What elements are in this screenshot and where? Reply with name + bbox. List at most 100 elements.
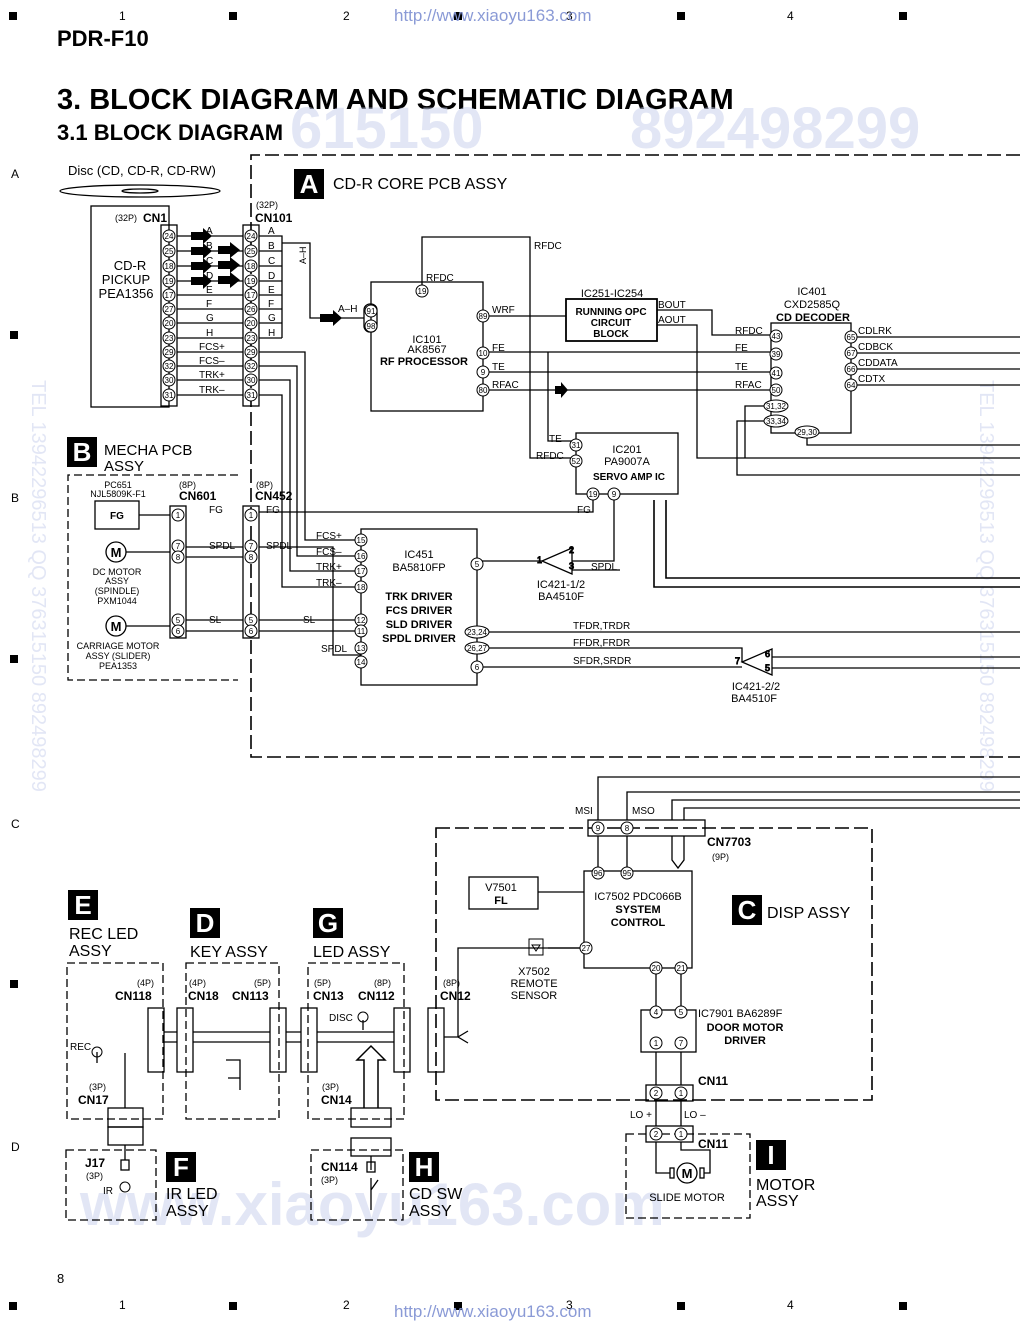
- pin-number: 5: [679, 1008, 684, 1017]
- pin-number: 18: [165, 262, 174, 271]
- ruler-col-1: 1: [119, 9, 126, 23]
- assy-a-border: [250, 154, 1020, 758]
- pin-circle: [354, 533, 368, 547]
- pin-number: 66: [847, 365, 856, 374]
- pin-circle: [470, 660, 484, 674]
- pin-number: 7: [176, 542, 181, 551]
- ic421b-ref: IC421-2/2: [732, 681, 780, 693]
- pin-number: 29: [247, 348, 256, 357]
- lom-label: LO –: [684, 1110, 706, 1121]
- ic251-ref: IC251-IC254: [581, 288, 643, 300]
- pin-circle: [244, 244, 258, 258]
- cn13-pins: (5P): [314, 978, 331, 988]
- pin-circle: [674, 1005, 688, 1019]
- te-label-401: TE: [735, 362, 748, 373]
- pin-circle: [364, 304, 378, 318]
- cn1-pins: (32P): [115, 213, 137, 223]
- cn1-column: [160, 224, 178, 407]
- pin-circle: [649, 1005, 663, 1019]
- pin-number: 9: [481, 368, 486, 377]
- assy-h-name2: ASSY: [409, 1203, 452, 1220]
- ic7901-ref: IC7901 BA6289F: [698, 1008, 783, 1020]
- pin-circle: [354, 549, 368, 563]
- ah-vertical-label: A–H: [298, 246, 308, 264]
- ruler-col-4: 4: [787, 9, 794, 23]
- pin-number: 98: [367, 322, 376, 331]
- pin-number: 41: [772, 369, 781, 378]
- carriage-motor-m: M: [111, 619, 122, 634]
- ruler-marker: [677, 1302, 685, 1310]
- assy-h-border: [310, 1149, 404, 1221]
- signal-label: C: [268, 256, 275, 267]
- pin-circles: 2425181917272023293230312425181917262023…: [162, 229, 858, 1141]
- fg-box-label: FG: [110, 511, 124, 522]
- pin-number: 32: [165, 362, 174, 371]
- msi-mso-lines: [597, 836, 628, 871]
- cn11-name: CN11: [698, 1074, 728, 1088]
- cn12-block: [427, 1007, 445, 1073]
- assy-g-border: [307, 962, 405, 1120]
- spdl-label-601: SPDL: [209, 541, 236, 552]
- header-url: http://www.xiaoyu163.com: [394, 6, 592, 25]
- assy-i-letter: I: [767, 1140, 774, 1170]
- assy-i-name1: MOTOR: [756, 1177, 815, 1194]
- ir-label: IR: [103, 1186, 113, 1197]
- pin-circle: [162, 229, 176, 243]
- signal-label: F: [268, 299, 274, 310]
- rec-led-icon: [91, 1046, 103, 1058]
- pin-circle: [649, 961, 663, 975]
- pin-number: 4: [654, 1008, 659, 1017]
- ic421a-ref: IC421-1/2: [537, 579, 585, 591]
- ic7502-ref: IC7502 PDC066B: [594, 891, 681, 903]
- ruler-row-d: D: [11, 1140, 20, 1154]
- ic7901-f2: DRIVER: [724, 1035, 766, 1047]
- signal-label: E: [268, 285, 275, 296]
- wire: [124, 1145, 372, 1170]
- pin-circle: [354, 624, 368, 638]
- opamp-pin-number: 7: [735, 656, 740, 666]
- lop-label: LO +: [630, 1110, 652, 1121]
- pin-number: 7: [679, 1039, 684, 1048]
- ic401-part: CXD2585Q: [784, 299, 841, 311]
- disc-led-icon: [357, 1011, 369, 1023]
- pin-circle: [649, 1086, 663, 1100]
- pin-number: 26: [247, 305, 256, 314]
- pin-circle: [844, 330, 858, 344]
- assy-g-name: LED ASSY: [313, 944, 391, 961]
- disc-shape: [59, 184, 221, 198]
- spdl-label-opamp: SPDL: [591, 562, 618, 573]
- opamp2-in: [772, 656, 1020, 669]
- servo-bus: [653, 500, 1020, 588]
- ir-led-icon: [119, 1181, 131, 1193]
- ic251-func2: CIRCUIT: [591, 318, 632, 329]
- ic451-ref: IC451: [404, 549, 433, 561]
- pin-number: 26,27: [467, 644, 488, 653]
- signal-label: B: [268, 241, 275, 252]
- pin-number: 6: [475, 663, 480, 672]
- cn113-name: CN113: [232, 989, 269, 1003]
- cdbck-label: CDBCK: [858, 342, 893, 353]
- pin-number: 1: [176, 511, 181, 520]
- assy-c-name: DISP ASSY: [767, 905, 851, 922]
- pc651-part: NJL5809K-F1: [90, 489, 146, 499]
- cn112-block: [393, 1007, 411, 1073]
- x7502-ref: X7502: [518, 966, 550, 978]
- ic201-ref: IC201: [612, 444, 641, 456]
- pin-number: 5: [475, 560, 480, 569]
- pin-number: 24: [165, 232, 174, 241]
- ic7502-box: [583, 870, 693, 969]
- pin-circle: [415, 284, 429, 298]
- fg-label-452: FG: [266, 505, 280, 516]
- key-switch: [226, 1059, 241, 1090]
- pin-circle: [464, 641, 490, 655]
- pin-circle: [162, 373, 176, 387]
- cn7703-name: CN7703: [707, 835, 751, 849]
- pin-circle: [244, 550, 258, 564]
- motor-wires: [126, 551, 170, 627]
- signal-label: F: [206, 299, 212, 310]
- page-subtitle: 3.1 BLOCK DIAGRAM: [57, 120, 284, 145]
- pin-number: 80: [479, 386, 488, 395]
- ruler-row-b: B: [11, 491, 20, 505]
